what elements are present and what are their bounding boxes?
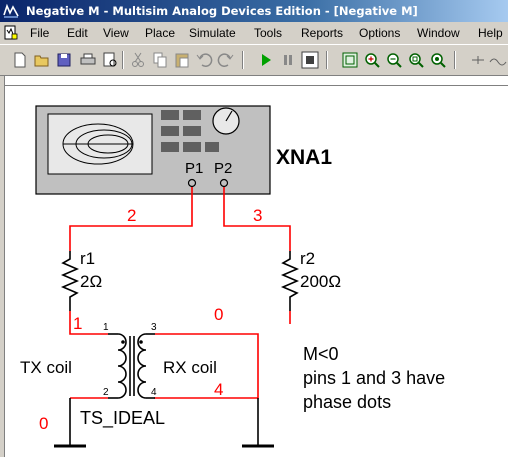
cut-icon[interactable]: [128, 50, 148, 70]
zoom-fit-icon[interactable]: [428, 50, 448, 70]
zoom-in-icon[interactable]: [362, 50, 382, 70]
net-label-4: 4: [214, 380, 223, 399]
menu-window[interactable]: Window: [417, 26, 460, 40]
toolbar: [0, 44, 508, 76]
toolbar-separator: [122, 51, 124, 69]
toolbar-separator: [326, 51, 328, 69]
resistor-r2[interactable]: [280, 251, 300, 311]
transformer-pin3: 3: [151, 322, 157, 333]
transformer-pin1: 1: [103, 322, 109, 333]
redo-icon[interactable]: [216, 50, 236, 70]
schematic-drawing: P1 P2 XNA1 r1 2Ω: [20, 105, 445, 448]
instrument-refdes: XNA1: [276, 146, 332, 169]
note-line-2: pins 1 and 3 have: [303, 368, 445, 388]
copy-icon[interactable]: [150, 50, 170, 70]
menu-view[interactable]: View: [103, 26, 129, 40]
secondary-coil-label: RX coil: [163, 358, 217, 377]
toolbar-separator: [242, 51, 244, 69]
document-icon[interactable]: [3, 25, 19, 41]
menu-simulate[interactable]: Simulate: [189, 26, 236, 40]
r1-refdes: r1: [80, 249, 95, 268]
smith-chart-icon: [62, 123, 134, 165]
window-title: Negative M - Multisim Analog Devices Edi…: [26, 4, 418, 18]
print-preview-icon[interactable]: [100, 50, 120, 70]
keypad-buttons: [161, 110, 219, 152]
stop-icon[interactable]: [300, 50, 320, 70]
title-bar[interactable]: Negative M - Multisim Analog Devices Edi…: [0, 0, 508, 22]
note-line-1: M<0: [303, 344, 339, 364]
wire-icon[interactable]: [488, 50, 508, 70]
net-wires[interactable]: [69, 187, 291, 399]
menu-edit[interactable]: Edit: [67, 26, 88, 40]
save-icon[interactable]: [54, 50, 74, 70]
zoom-out-icon[interactable]: [384, 50, 404, 70]
primary-coil-label: TX coil: [20, 358, 72, 377]
menu-options[interactable]: Options: [359, 26, 401, 40]
resistor-r1[interactable]: [60, 251, 80, 311]
transformer-pin4: 4: [151, 387, 157, 398]
pause-icon[interactable]: [278, 50, 298, 70]
print-icon[interactable]: [78, 50, 98, 70]
transformer-pin2: 2: [103, 387, 109, 398]
tuning-knob-icon: [212, 107, 240, 135]
phase-dot-pin1: [121, 340, 125, 344]
port-p1-terminal[interactable]: [187, 178, 197, 188]
canvas-top-ruler: [4, 76, 508, 86]
open-icon[interactable]: [32, 50, 52, 70]
ideal-transformer[interactable]: [108, 333, 155, 399]
net-label-1: 1: [73, 314, 82, 333]
ground-wires: [69, 398, 259, 446]
port-p2-label: P2: [214, 160, 232, 177]
r2-refdes: r2: [300, 249, 315, 268]
menu-file[interactable]: File: [30, 26, 50, 40]
multisim-app-icon[interactable]: [3, 3, 19, 19]
zoom-area-icon[interactable]: [406, 50, 426, 70]
net-label-0-bottom: 0: [39, 414, 48, 433]
menu-place[interactable]: Place: [145, 26, 176, 40]
toolbar-separator: [454, 51, 456, 69]
note-line-3: phase dots: [303, 392, 391, 412]
net-label-0-top: 0: [214, 305, 223, 324]
menu-reports[interactable]: Reports: [301, 26, 344, 40]
menu-help[interactable]: Help: [478, 26, 503, 40]
paste-icon[interactable]: [172, 50, 192, 70]
r1-value: 2Ω: [80, 272, 102, 291]
menu-bar: File Edit View Place Simulate Tools Repo…: [0, 22, 508, 44]
undo-icon[interactable]: [194, 50, 214, 70]
port-p1-label: P1: [185, 160, 203, 177]
r2-value: 200Ω: [300, 272, 341, 291]
phase-dot-pin3: [139, 340, 143, 344]
fit-page-icon[interactable]: [340, 50, 360, 70]
transformer-model-label: TS_IDEAL: [80, 408, 165, 429]
port-p2-terminal[interactable]: [219, 178, 229, 188]
menu-tools[interactable]: Tools: [254, 26, 283, 40]
canvas-left-border: [0, 76, 5, 457]
probe-icon[interactable]: [468, 50, 488, 70]
net-label-3: 3: [253, 206, 262, 225]
schematic-canvas[interactable]: P1 P2 XNA1 r1 2Ω: [0, 76, 508, 457]
run-icon[interactable]: [256, 50, 276, 70]
net-label-2: 2: [127, 206, 136, 225]
new-icon[interactable]: [10, 50, 30, 70]
network-analyzer-instrument[interactable]: P1 P2: [35, 105, 271, 195]
